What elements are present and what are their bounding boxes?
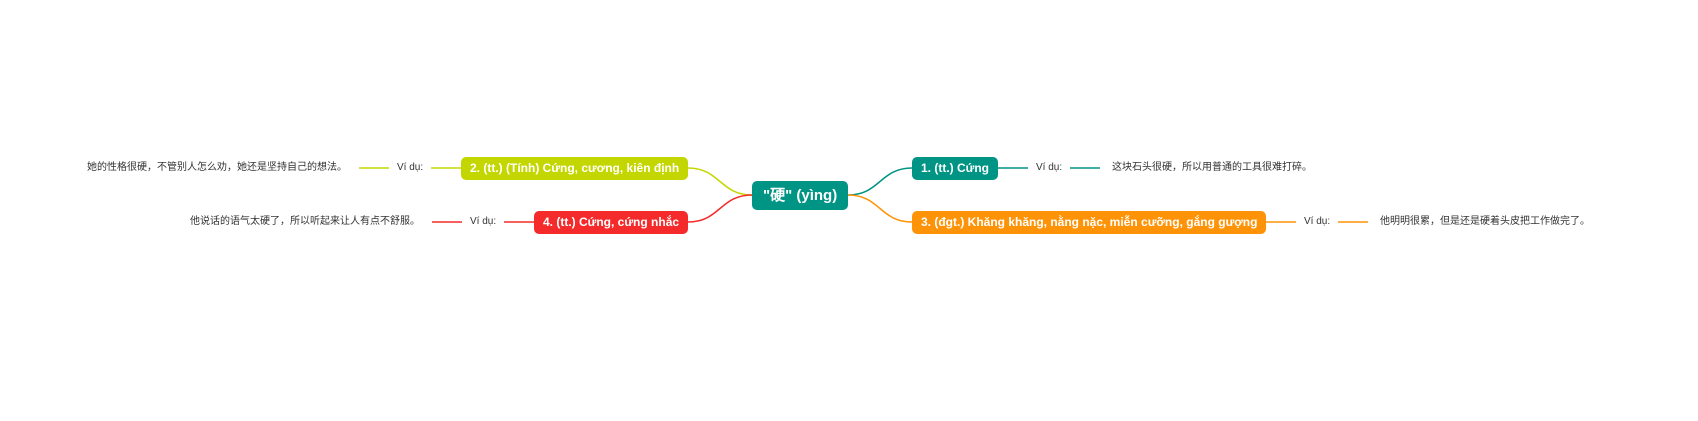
branch-node-1[interactable]: 1. (tt.) Cứng <box>912 156 999 180</box>
branch-node-3[interactable]: 3. (đgt.) Khăng khăng, nằng nặc, miễn cư… <box>912 210 1267 234</box>
example-text-4[interactable]: 他说话的语气太硬了，所以听起来让人有点不舒服。 <box>190 216 420 227</box>
example-text-3[interactable]: 他明明很累，但是还是硬着头皮把工作做完了。 <box>1380 216 1590 227</box>
example-text-2[interactable]: 她的性格很硬，不管别人怎么劝，她还是坚持自己的想法。 <box>87 162 347 173</box>
example-label-1[interactable]: Ví dụ: <box>1036 162 1063 173</box>
connector-branch-3 <box>847 194 913 223</box>
example-label-3[interactable]: Ví dụ: <box>1304 216 1331 227</box>
branch-node-4[interactable]: 4. (tt.) Cứng, cứng nhắc <box>534 210 689 234</box>
connector-branch-1 <box>847 167 913 196</box>
example-text-1[interactable]: 这块石头很硬，所以用普通的工具很难打碎。 <box>1112 162 1312 173</box>
connector-branch-4 <box>687 194 753 223</box>
branch-node-2[interactable]: 2. (tt.) (Tính) Cứng, cương, kiên định <box>461 156 689 180</box>
connector-branch-2 <box>687 167 753 196</box>
example-label-4[interactable]: Ví dụ: <box>470 216 497 227</box>
root-node[interactable]: "硬" (yìng) <box>752 180 849 210</box>
example-label-2[interactable]: Ví dụ: <box>397 162 424 173</box>
